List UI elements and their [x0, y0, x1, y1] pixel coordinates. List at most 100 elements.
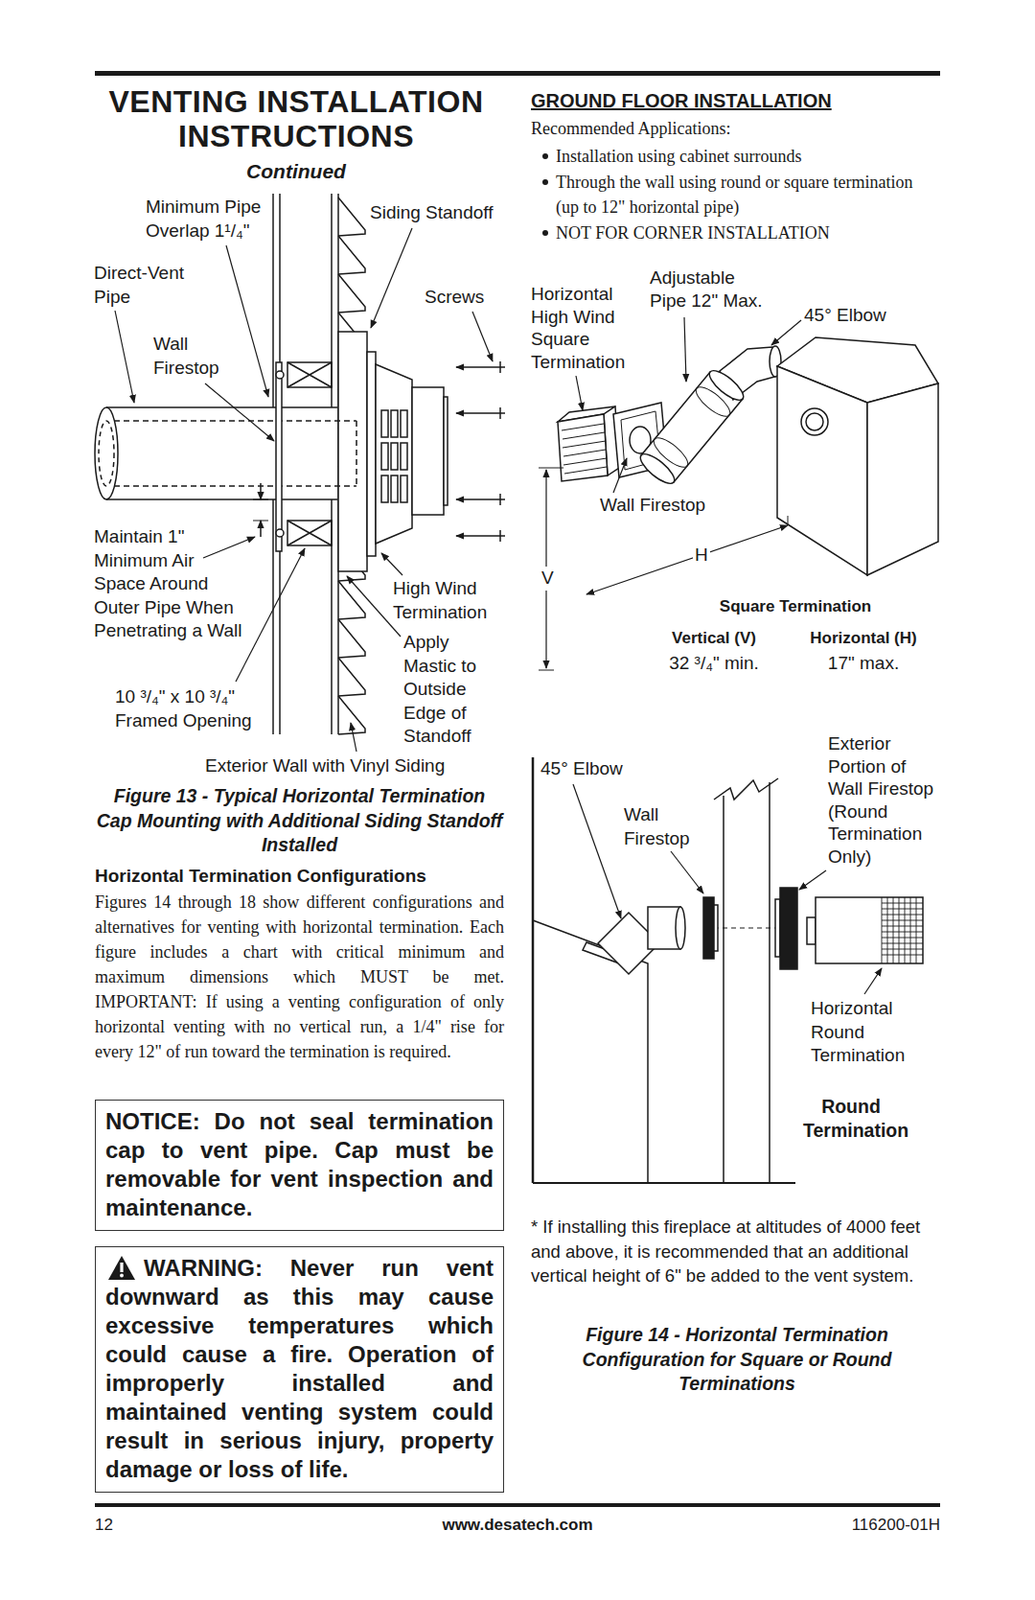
bullet-item: Installation using cabinet surrounds — [555, 143, 940, 169]
callout-label: Adjustable Pipe 12" Max. — [649, 266, 771, 312]
callout-label: Apply Mastic to Outside Edge of Standoff — [403, 630, 500, 749]
continued-note: Continued — [195, 159, 397, 184]
figure-label: Round Termination — [803, 1094, 899, 1143]
body-paragraph: Figures 14 through 18 show different con… — [94, 889, 505, 1064]
vent-cap-illustration — [287, 520, 332, 546]
dimension-line — [586, 525, 788, 595]
callout-label: High Wind Termination — [392, 576, 499, 624]
round-termination-illustration — [768, 782, 771, 1183]
vent-cap-illustration — [253, 499, 269, 501]
page-title: VENTING INSTALLATION INSTRUCTIONS — [85, 84, 507, 154]
round-termination-illustration — [531, 757, 535, 1183]
section-heading: Horizontal Termination Configurations — [94, 864, 427, 888]
vent-cap-illustration — [114, 420, 357, 486]
figure-caption: Figure 13 - Typical Horizontal Terminati… — [94, 783, 505, 858]
body-text: Recommended Applications: — [530, 115, 731, 141]
round-termination-illustration — [806, 917, 816, 944]
callout-label: Wall Firestop — [153, 332, 230, 380]
square-termination-illustration — [801, 408, 828, 436]
warning-mark — [119, 1273, 124, 1278]
square-termination-illustration — [636, 449, 679, 488]
square-termination-illustration — [805, 413, 824, 431]
dimension-label: V — [539, 566, 556, 591]
leader-line — [573, 783, 621, 919]
round-termination-illustration — [532, 1181, 796, 1184]
leader-line — [864, 967, 882, 994]
vent-cap-illustration — [456, 498, 506, 501]
footnote: * If installing this fireplace at altitu… — [530, 1214, 945, 1288]
leader-line — [203, 536, 255, 558]
dimension-label: H — [692, 543, 711, 568]
callout-label: Exterior Wall with Vinyl Siding — [205, 754, 445, 779]
callout-label: 45° Elbow — [540, 757, 623, 782]
round-termination-illustration — [703, 897, 714, 959]
vent-cap-illustration — [499, 529, 502, 542]
vent-cap-illustration — [367, 351, 376, 556]
vent-cap-illustration — [338, 331, 368, 572]
figure-caption: Figure 14 - Horizontal Termination Confi… — [530, 1322, 943, 1397]
vent-cap-illustration — [381, 410, 389, 437]
vent-cap-illustration — [259, 483, 262, 500]
square-termination-illustration — [649, 433, 692, 472]
square-termination-illustration — [777, 366, 868, 575]
page-rule — [94, 70, 941, 76]
square-termination-illustration — [561, 423, 607, 474]
round-termination-illustration — [815, 897, 923, 964]
vent-cap-illustration — [456, 534, 506, 537]
vent-cap-illustration — [381, 475, 389, 503]
vent-cap-illustration — [443, 396, 448, 506]
table-header: Vertical (V) — [651, 627, 777, 649]
box-text: NOTICE: Do not seal termination cap to v… — [105, 1106, 494, 1222]
vent-cap-illustration — [499, 493, 502, 506]
warning-icon — [107, 1254, 137, 1281]
vent-cap-illustration — [287, 520, 332, 546]
leader-line — [575, 375, 583, 411]
callout-label: Maintain 1" Minimum Air Space Around Out… — [93, 525, 248, 644]
callout-label: Horizontal Round Termination — [810, 996, 917, 1068]
vent-cap-illustration — [98, 420, 115, 486]
vent-cap-illustration — [287, 362, 332, 388]
vent-cap-illustration — [456, 366, 506, 368]
notice-box: NOTICE: Do not seal termination cap to v… — [94, 1099, 505, 1231]
callout-label: Direct-Vent Pipe — [93, 261, 200, 309]
leader-line — [684, 317, 687, 382]
callout-label: 10 ³/₄" x 10 ³/₄" Framed Opening — [115, 685, 259, 733]
page-rule — [94, 70, 941, 1507]
vent-cap-illustration — [391, 410, 398, 437]
round-termination-illustration — [780, 887, 798, 969]
callout-label: Screws — [424, 285, 484, 310]
vent-cap-illustration — [391, 475, 398, 503]
callout-label: Minimum Pipe Overlap 1¹/₄" — [145, 195, 280, 243]
vent-cap-illustration — [259, 520, 262, 537]
callout-label: Wall Firestop — [599, 493, 706, 518]
callout-label: Wall Firestop — [623, 803, 701, 851]
vent-cap-illustration — [499, 361, 502, 373]
leader-line — [235, 548, 305, 682]
leader-line — [771, 320, 802, 345]
section-heading: GROUND FLOOR INSTALLATION — [530, 89, 832, 113]
vent-cap-illustration — [381, 442, 389, 470]
bullet-dot — [542, 153, 549, 236]
table-cell: 17" max. — [801, 651, 926, 675]
dimension-line — [538, 467, 788, 670]
table-cell: 32 ³/₄" min. — [651, 651, 777, 675]
table-heading: Square Termination — [699, 596, 892, 618]
leader-line — [226, 245, 269, 397]
vent-cap-illustration — [499, 407, 502, 419]
bullet-item: NOT FOR CORNER INSTALLATION — [555, 220, 940, 246]
callout-label: Horizontal High Wind Square Termination — [530, 282, 637, 373]
warning-box: WARNING: Never run vent downward as this… — [94, 1245, 505, 1493]
bullet-item: Through the wall using round or square t… — [555, 169, 940, 220]
leader-line — [381, 552, 403, 575]
dimension-line — [538, 467, 564, 469]
round-termination-illustration — [713, 927, 781, 929]
vent-cap-illustration — [276, 370, 284, 379]
vent-cap-illustration — [375, 364, 413, 544]
vent-cap-illustration — [391, 442, 398, 470]
square-termination-illustration — [557, 414, 608, 482]
vent-cap-illustration — [400, 442, 408, 470]
round-termination-illustration — [675, 906, 686, 949]
vent-cap-illustration — [456, 412, 506, 414]
vent-cap-illustration — [287, 362, 332, 388]
